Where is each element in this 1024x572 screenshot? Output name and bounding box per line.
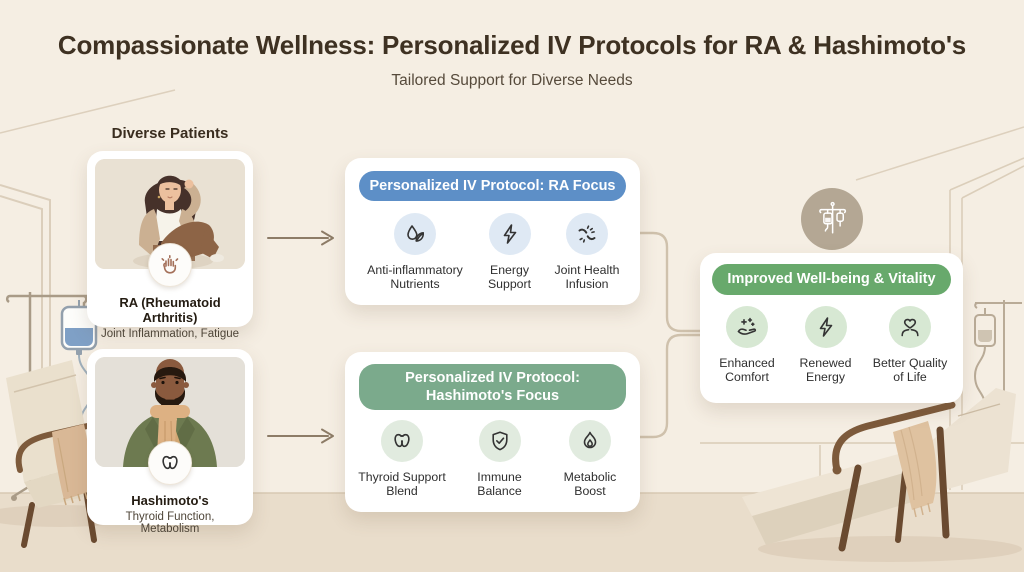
patient-traits: Joint Inflammation, Fatigue (100, 328, 240, 340)
hand-joint-pain-icon (161, 255, 179, 274)
icon-circle (488, 213, 531, 255)
iv-stand-icon (819, 201, 847, 234)
hands-heart-icon (901, 318, 919, 337)
patient-badge-ra (148, 243, 192, 287)
joint-relief-icon (578, 225, 596, 243)
protocol-item: Joint Health Infusion (546, 213, 628, 291)
item-label: Better Quality of Life (872, 356, 948, 385)
leaf-droplet-icon (407, 225, 425, 242)
outcome-header: Improved Well-being & Vitality (712, 264, 951, 295)
wall-panel-left (0, 184, 51, 487)
patient-name: Hashimoto's (131, 493, 209, 508)
icon-circle (566, 213, 608, 255)
outcome-item: Enhanced Comfort (710, 306, 784, 384)
outcome-card: Improved Well-being & Vitality Enhanced … (700, 253, 963, 403)
protocol-item: Thyroid Support Blend (357, 420, 447, 498)
thyroid-gland-icon (394, 433, 410, 448)
chaise-right (742, 388, 1022, 562)
item-label: Enhanced Comfort (719, 356, 775, 385)
item-label: Renewed Energy (799, 356, 852, 385)
lightning-bolt-icon (503, 224, 516, 244)
counter (700, 442, 1024, 490)
protocol-card-ra: Personalized IV Protocol: RA Focus Anti-… (345, 158, 640, 305)
page-title: Compassionate Wellness: Personalized IV … (57, 30, 967, 60)
patient-traits: Thyroid Function, Metabolism (125, 511, 215, 535)
icon-circle (478, 420, 521, 462)
patient-badge-hashimoto (148, 441, 192, 485)
item-label: Joint Health Infusion (554, 263, 620, 292)
protocol-item: Immune Balance (464, 420, 536, 498)
shield-check-icon (491, 431, 508, 451)
item-label: Anti-inflammatory Nutrients (367, 263, 463, 292)
item-label: Metabolic Boost (563, 470, 617, 499)
protocol-item: Energy Support (474, 213, 546, 291)
patient-card-hashimoto: Hashimoto's Thyroid Function, Metabolism (87, 349, 253, 535)
arrow-ra-icon (267, 230, 334, 246)
lightning-bolt-icon (819, 317, 832, 337)
icon-circle (569, 420, 611, 462)
patient-card-ra: RA (Rheumatoid Arthritis) Joint Inflamma… (87, 151, 253, 340)
icon-circle (726, 306, 768, 348)
icon-circle (394, 213, 436, 255)
item-label: Thyroid Support Blend (358, 470, 446, 499)
outcome-item: Better Quality of Life (867, 306, 953, 384)
merge-connector (637, 231, 703, 439)
icon-circle (381, 420, 423, 462)
blanket-left (52, 424, 91, 500)
item-label: Immune Balance (477, 470, 522, 499)
hand-sparkles-icon (737, 317, 757, 335)
iv-stand-badge (801, 188, 863, 250)
patient-name: RA (Rheumatoid Arthritis) (119, 295, 221, 325)
thyroid-gland-icon (162, 455, 178, 470)
iv-stand-right (973, 300, 1022, 462)
icon-circle (889, 306, 931, 348)
blanket-right (893, 421, 937, 510)
iv-stand-left (5, 292, 98, 501)
protocol-item: Anti-inflammatory Nutrients (357, 213, 473, 291)
icon-circle (804, 306, 847, 348)
page-subtitle: Tailored Support for Diverse Needs (391, 72, 633, 89)
item-label: Energy Support (487, 263, 532, 292)
protocol-header-ra: Personalized IV Protocol: RA Focus (359, 171, 626, 201)
flame-icon (583, 431, 597, 449)
patients-heading: Diverse Patients (111, 125, 229, 142)
ceiling-line-right (855, 126, 1024, 181)
outcome-item: Renewed Energy (791, 306, 861, 384)
protocol-header-hashimoto: Personalized IV Protocol: Hashimoto's Fo… (359, 364, 626, 410)
protocol-card-hashimoto: Personalized IV Protocol: Hashimoto's Fo… (345, 352, 640, 512)
arrow-hashimoto-icon (267, 428, 334, 444)
protocol-item: Metabolic Boost (552, 420, 628, 498)
iv-bag-right (974, 314, 996, 347)
